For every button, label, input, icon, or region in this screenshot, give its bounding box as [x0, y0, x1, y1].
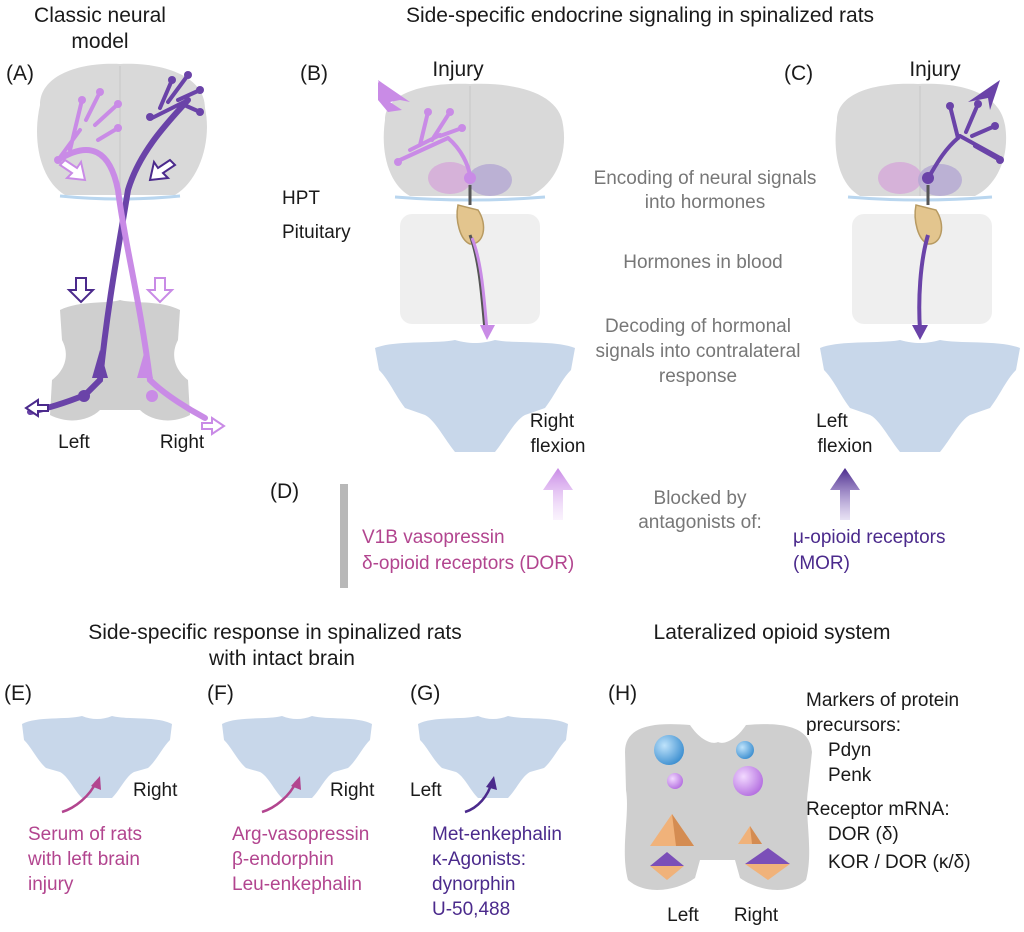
panel-a-right-label: Right	[160, 432, 205, 453]
penk-left-sphere	[667, 773, 683, 789]
legend-head-line2: precursors:	[806, 715, 901, 736]
left-flexion-line2: flexion	[818, 436, 873, 457]
panel-h-left: Left	[667, 905, 699, 926]
legend-kor: KOR / DOR (κ/δ)	[828, 852, 971, 873]
panel-b-pituitary	[456, 204, 485, 245]
arrow-icon	[66, 277, 96, 304]
mor-line2: (MOR)	[793, 553, 850, 574]
v1b-vasopressin: V1B vasopressin	[362, 527, 505, 548]
right-flexion-line2: flexion	[531, 436, 586, 457]
mor-line1: μ-opioid receptors	[793, 527, 945, 548]
legend-pdyn: Pdyn	[828, 740, 871, 761]
panel-c-brain	[835, 83, 1007, 196]
arrow-icon	[148, 158, 177, 182]
panel-e-line1: Serum of rats	[28, 824, 142, 845]
panel-g-line2: κ-Agonists:	[432, 849, 526, 870]
decoding-line3: response	[659, 366, 737, 387]
panel-e-side: Right	[133, 780, 178, 801]
panel-c-pituitary	[914, 204, 943, 245]
section-efg-title-line2: with intact brain	[208, 647, 355, 670]
legend-penk: Penk	[828, 765, 872, 786]
up-arrow-icon	[830, 468, 860, 520]
panel-g-tag: (G)	[410, 682, 440, 705]
panel-g-line1: Met-enkephalin	[432, 824, 562, 845]
panel-g-side: Left	[410, 780, 442, 801]
penk-right-sphere	[733, 766, 763, 796]
pituitary-label: Pituitary	[282, 222, 351, 243]
panel-e-line3: injury	[28, 874, 74, 895]
panel-b-injury: Injury	[432, 58, 484, 81]
encoding-line1: Encoding of neural signals	[594, 168, 817, 189]
panel-f-side: Right	[330, 780, 375, 801]
panel-h: (H) Left Right Markers of protein precur…	[608, 682, 971, 926]
panel-g-line4: U-50,488	[432, 899, 510, 920]
pdyn-right-sphere	[736, 741, 754, 759]
panel-c: (C) Injury	[784, 58, 1020, 452]
legend-dor: DOR (δ)	[828, 824, 899, 845]
panel-c-injury: Injury	[909, 58, 961, 81]
dor-receptors: δ-opioid receptors (DOR)	[362, 553, 574, 574]
section-efg-title-line1: Side-specific response in spinalized rat…	[88, 621, 462, 644]
blood-label: Hormones in blood	[623, 252, 782, 273]
decoding-line1: Decoding of hormonal	[605, 316, 791, 337]
kor-left-diamond	[650, 852, 684, 866]
panel-c-tag: (C)	[784, 62, 813, 85]
panel-f-line1: Arg-vasopressin	[232, 824, 369, 845]
panel-f-line2: β-endorphin	[232, 849, 334, 870]
legend-receptor: Receptor mRNA:	[806, 799, 950, 820]
decoding-line2: signals into contralateral	[596, 341, 801, 362]
panel-b-tag: (B)	[300, 62, 328, 85]
panel-b: (B) Injury HPT Pituitary	[282, 58, 575, 452]
panel-a-title-line1: Classic neural	[34, 4, 166, 27]
panel-f-line3: Leu-enkephalin	[232, 874, 362, 895]
blocked-line1: Blocked by	[654, 488, 747, 509]
injury-arrow-icon	[968, 80, 1000, 110]
middle-steps: Encoding of neural signals into hormones…	[594, 168, 817, 387]
main-title: Side-specific endocrine signaling in spi…	[406, 4, 874, 27]
panel-d: (D) Blocked by antagonists of: V1B vasop…	[270, 468, 945, 588]
panel-d-tag: (D)	[270, 480, 299, 503]
kor-right-diamond	[745, 848, 790, 864]
panel-g: (G) Left Met-enkephalin κ-Agonists: dyno…	[410, 682, 568, 920]
left-flexion-line1: Left	[816, 411, 848, 432]
arrow-icon	[201, 416, 226, 436]
panel-h-right: Right	[734, 905, 779, 926]
panel-e-tag: (E)	[4, 682, 32, 705]
right-flexion-line1: Right	[530, 411, 575, 432]
arrow-icon	[145, 277, 175, 304]
section-h-title: Lateralized opioid system	[654, 621, 891, 644]
legend-head-line1: Markers of protein	[806, 690, 959, 711]
panel-d-divider	[340, 484, 348, 588]
panel-f: (F) Right Arg-vasopressin β-endorphin Le…	[207, 682, 375, 895]
panel-h-spinal-cord	[624, 724, 812, 890]
up-arrow-icon	[543, 468, 573, 520]
panel-e: (E) Right Serum of rats with left brain …	[4, 682, 178, 895]
panel-a-tag: (A)	[6, 62, 34, 85]
panel-a: Classic neural model (A) Left Right	[6, 4, 226, 453]
arrow-icon	[58, 158, 87, 182]
encoding-line2: into hormones	[645, 192, 765, 213]
panel-f-tag: (F)	[207, 682, 234, 705]
panel-a-title-line2: model	[71, 30, 128, 53]
panel-a-left-label: Left	[58, 432, 90, 453]
arrow-icon	[24, 398, 49, 418]
panel-b-blood-box	[400, 214, 540, 324]
panel-h-tag: (H)	[608, 682, 637, 705]
blocked-line2: antagonists of:	[638, 512, 762, 533]
panel-g-line3: dynorphin	[432, 874, 515, 895]
hpt-label: HPT	[282, 188, 320, 209]
pdyn-left-sphere	[654, 735, 684, 765]
panel-e-line2: with left brain	[27, 849, 140, 870]
